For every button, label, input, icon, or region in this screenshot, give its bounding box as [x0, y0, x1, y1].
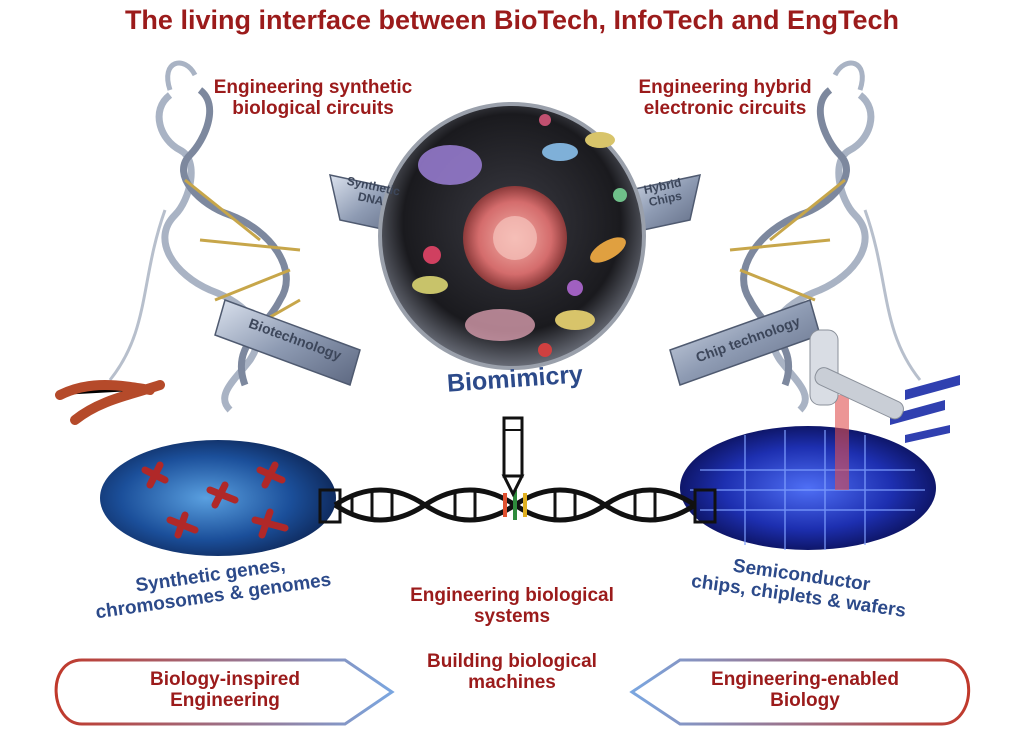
label-line: Biology-inspired: [150, 669, 300, 690]
label-line: Engineering synthetic: [213, 77, 413, 98]
label-line: Engineering: [170, 689, 280, 711]
biotechnology-ribbon: [214, 299, 361, 386]
chromosome-illustration: [55, 380, 336, 556]
label-line: Building biological: [427, 651, 597, 672]
wafer-illustration: [680, 329, 960, 550]
label-line: Engineering-enabled: [711, 669, 899, 690]
label-hybrid-circuits: Engineering hybrid electronic circuits: [600, 77, 850, 119]
label-line: electronic circuits: [643, 97, 807, 119]
label-synthetic-circuits: Engineering synthetic biological circuit…: [188, 77, 438, 119]
arrow-label-biology-inspired: Biology-inspired Engineering: [100, 669, 350, 711]
label-line: machines: [468, 671, 556, 693]
label-biological-machines: Building biological machines: [392, 651, 632, 693]
label-line: Engineering hybrid: [638, 77, 812, 98]
label-biological-systems: Engineering biological systems: [372, 585, 652, 627]
label-line: Biology: [770, 689, 840, 711]
center-dna-strand: [318, 487, 717, 524]
label-line: systems: [473, 605, 551, 627]
diagram-title: The living interface between BioTech, In…: [124, 5, 900, 35]
label-line: biological circuits: [232, 97, 394, 119]
arrow-label-engineering-enabled: Engineering-enabled Biology: [680, 669, 930, 711]
pencil-icon: [501, 416, 525, 498]
left-arrow-shape: [54, 658, 395, 726]
right-arrow-shape: [629, 658, 971, 726]
cell-illustration: [378, 102, 646, 370]
label-line: Engineering biological: [410, 585, 614, 606]
